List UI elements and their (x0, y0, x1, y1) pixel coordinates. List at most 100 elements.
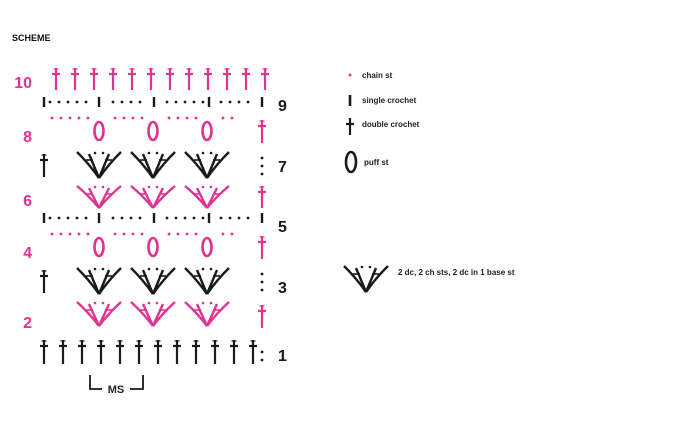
chain-dot (260, 280, 264, 284)
double-crochet-symbol (192, 340, 200, 364)
double-crochet-symbol (90, 68, 98, 90)
chain-dot (174, 216, 178, 220)
chain-dot (167, 116, 171, 120)
puff-symbol (147, 120, 159, 142)
chain-dot (57, 216, 61, 220)
chain-dot (86, 232, 90, 236)
scheme-title: SCHEME (12, 33, 51, 43)
fan-symbol (130, 151, 176, 179)
double-crochet-symbol (223, 68, 231, 90)
fan-symbol (76, 151, 122, 179)
chain-dot (122, 116, 126, 120)
chain-dot (131, 232, 135, 236)
double-crochet-symbol (116, 340, 124, 364)
chain-dot (66, 100, 70, 104)
double-crochet-symbol (97, 340, 105, 364)
row-8-puffs (50, 116, 266, 143)
chain-dot (176, 116, 180, 120)
chain-dot (129, 100, 133, 104)
chain-dot (246, 216, 250, 220)
chain-dot (192, 216, 196, 220)
chain-dot (84, 100, 88, 104)
chain-dot (348, 73, 352, 77)
chain-dot (122, 232, 126, 236)
double-crochet-symbol (40, 340, 48, 364)
double-crochet-symbol (166, 68, 174, 90)
chain-dot (57, 100, 61, 104)
chain-dot (86, 116, 90, 120)
chain-dot (230, 232, 234, 236)
double-crochet-symbol (173, 340, 181, 364)
fan-symbol (130, 185, 176, 209)
fan-symbol (130, 267, 176, 295)
double-crochet-symbol (40, 154, 48, 177)
double-crochet-symbol (242, 68, 250, 90)
puff-symbol (201, 120, 213, 142)
legend-label-single: single crochet (362, 96, 417, 105)
chain-dot (167, 232, 171, 236)
double-crochet-symbol (71, 68, 79, 90)
chain-dot (120, 100, 124, 104)
chain-dot (165, 216, 169, 220)
chain-dot (230, 116, 234, 120)
chain-dot (219, 216, 223, 220)
double-crochet-symbol (52, 68, 60, 90)
double-crochet-symbol (135, 340, 143, 364)
double-crochet-symbol (78, 340, 86, 364)
chain-dot (59, 232, 63, 236)
fan-symbol (76, 185, 122, 209)
chain-dot (66, 216, 70, 220)
chain-dot (140, 232, 144, 236)
chain-dot (138, 216, 142, 220)
chain-dot (228, 100, 232, 104)
chain-dot (237, 100, 241, 104)
row-1-double-crochets (40, 340, 257, 364)
fan-symbol (76, 267, 122, 295)
chain-dot (194, 116, 198, 120)
chain-dot (50, 116, 54, 120)
fan-symbol (184, 185, 230, 209)
double-crochet-symbol (109, 68, 117, 90)
chain-dot (228, 216, 232, 220)
chain-dot (192, 100, 196, 104)
double-crochet-symbol (147, 68, 155, 90)
chain-dot (48, 216, 52, 220)
chain-dot (183, 100, 187, 104)
chain-dot (237, 216, 241, 220)
row-6-fans (76, 185, 266, 209)
double-crochet-symbol (258, 305, 266, 328)
double-crochet-symbol (258, 236, 266, 259)
fan-symbol (130, 301, 176, 327)
chain-dot (68, 116, 72, 120)
row-number-right: 7 (278, 159, 287, 176)
double-crochet-symbol (185, 68, 193, 90)
row-number-right: 3 (278, 280, 287, 297)
legend-label-puff: puff st (364, 158, 389, 167)
chain-dot (111, 100, 115, 104)
legend-label-chain: chain st (362, 71, 393, 80)
puff-st-icon (344, 150, 358, 174)
double-crochet-symbol (128, 68, 136, 90)
chain-dot (48, 100, 52, 104)
repeat-label: MS (108, 384, 125, 396)
chain-dot (84, 216, 88, 220)
row-4-puffs (50, 232, 266, 259)
bracket-left (89, 375, 102, 390)
fan-symbol (343, 265, 389, 293)
fan-symbol (184, 151, 230, 179)
chain-dot (260, 272, 264, 276)
row-number-left: 4 (23, 245, 32, 262)
double-crochet-symbol (249, 340, 257, 364)
chain-dot (174, 100, 178, 104)
chain-dot (246, 100, 250, 104)
chain-dot (185, 116, 189, 120)
chain-dot (77, 232, 81, 236)
chain-dot (140, 116, 144, 120)
chain-dot (176, 232, 180, 236)
row-number-right: 5 (278, 219, 287, 236)
chain-dot (75, 216, 79, 220)
puff-symbol (93, 120, 105, 142)
